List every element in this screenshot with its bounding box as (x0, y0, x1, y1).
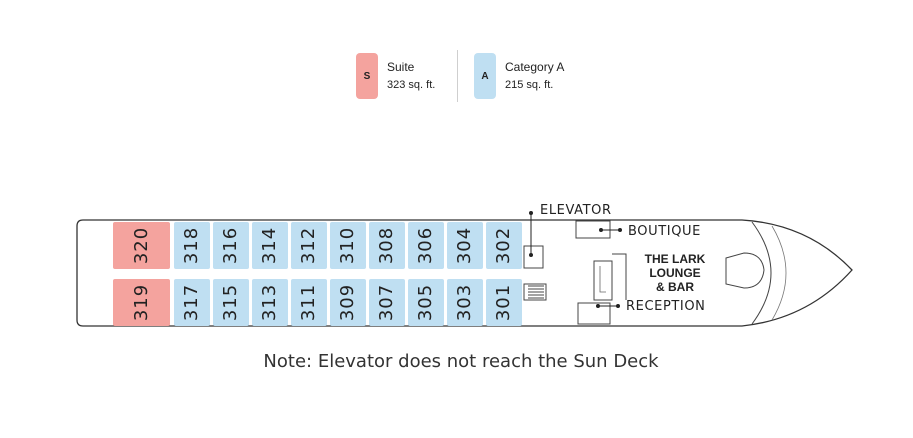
bow-skylight (725, 252, 765, 289)
cabin-302[interactable]: 302 (486, 222, 522, 269)
cabin-number: 306 (415, 226, 437, 265)
legend-category-a-swatch: A (474, 53, 496, 99)
cabin-317[interactable]: 317 (174, 279, 210, 326)
hull-outline (76, 219, 853, 327)
cabin-311[interactable]: 311 (291, 279, 327, 326)
cabin-312[interactable]: 312 (291, 222, 327, 269)
boutique-leader-dot-end (618, 228, 622, 232)
cabin-306[interactable]: 306 (408, 222, 444, 269)
cabin-number: 314 (259, 226, 281, 265)
elevator-label: ELEVATOR (540, 203, 612, 218)
cabin-number: 315 (220, 283, 242, 322)
cabin-319[interactable]: 319 (113, 279, 170, 326)
cabin-316[interactable]: 316 (213, 222, 249, 269)
legend-suite-size: 323 sq. ft. (387, 79, 436, 91)
cabin-303[interactable]: 303 (447, 279, 483, 326)
legend-category-a-size: 215 sq. ft. (505, 79, 554, 91)
cabin-315[interactable]: 315 (213, 279, 249, 326)
elevator-leader-dot (529, 253, 533, 257)
cabin-number: 316 (220, 226, 242, 265)
lounge-bar-inner (599, 266, 606, 293)
cabin-number: 317 (181, 283, 203, 322)
cabin-307[interactable]: 307 (369, 279, 405, 326)
legend-divider (457, 50, 458, 102)
cabin-number: 319 (130, 283, 152, 322)
cabin-301[interactable]: 301 (486, 279, 522, 326)
stairs (523, 283, 547, 301)
cabin-number: 312 (298, 226, 320, 265)
cabin-304[interactable]: 304 (447, 222, 483, 269)
bow-line-outer (751, 221, 772, 325)
cabin-number: 320 (130, 226, 152, 265)
lounge-label-line1: THE LARK (644, 252, 706, 266)
legend-category-a-name: Category A (505, 60, 565, 74)
reception-leader-dot (596, 304, 600, 308)
cabin-number: 311 (298, 283, 320, 322)
reception-label: RECEPTION (626, 299, 706, 314)
lounge-label-line3: & BAR (656, 280, 694, 294)
cabin-320[interactable]: 320 (113, 222, 170, 269)
cabin-number: 318 (181, 226, 203, 265)
cabin-number: 303 (454, 283, 476, 322)
cabin-number: 301 (493, 283, 515, 322)
cabin-number: 307 (376, 283, 398, 322)
elevator-note: Note: Elevator does not reach the Sun De… (263, 351, 659, 372)
cabin-309[interactable]: 309 (330, 279, 366, 326)
legend-suite-swatch: S (356, 53, 378, 99)
cabin-305[interactable]: 305 (408, 279, 444, 326)
cabin-number: 313 (259, 283, 281, 322)
cabin-number: 302 (493, 226, 515, 265)
cabin-310[interactable]: 310 (330, 222, 366, 269)
cabin-number: 309 (337, 283, 359, 322)
reception-desk (577, 302, 611, 325)
lounge-seating (612, 253, 627, 300)
boutique-leader-dot (599, 228, 603, 232)
elevator-leader-dot-top (529, 211, 533, 215)
bow-line-inner (771, 225, 787, 321)
reception-leader-dot-end (616, 304, 620, 308)
cabin-318[interactable]: 318 (174, 222, 210, 269)
lounge-label-line2: LOUNGE (649, 266, 701, 280)
cabin-313[interactable]: 313 (252, 279, 288, 326)
cabin-308[interactable]: 308 (369, 222, 405, 269)
boutique-label: BOUTIQUE (628, 224, 701, 239)
lounge-bar-outline (593, 260, 613, 301)
legend-suite-name: Suite (387, 60, 415, 74)
cabin-number: 310 (337, 226, 359, 265)
elevator-box (523, 245, 544, 269)
cabin-number: 305 (415, 283, 437, 322)
cabin-number: 308 (376, 226, 398, 265)
cabin-314[interactable]: 314 (252, 222, 288, 269)
cabin-number: 304 (454, 226, 476, 265)
lounge-label: THE LARK LOUNGE & BAR (630, 252, 720, 294)
